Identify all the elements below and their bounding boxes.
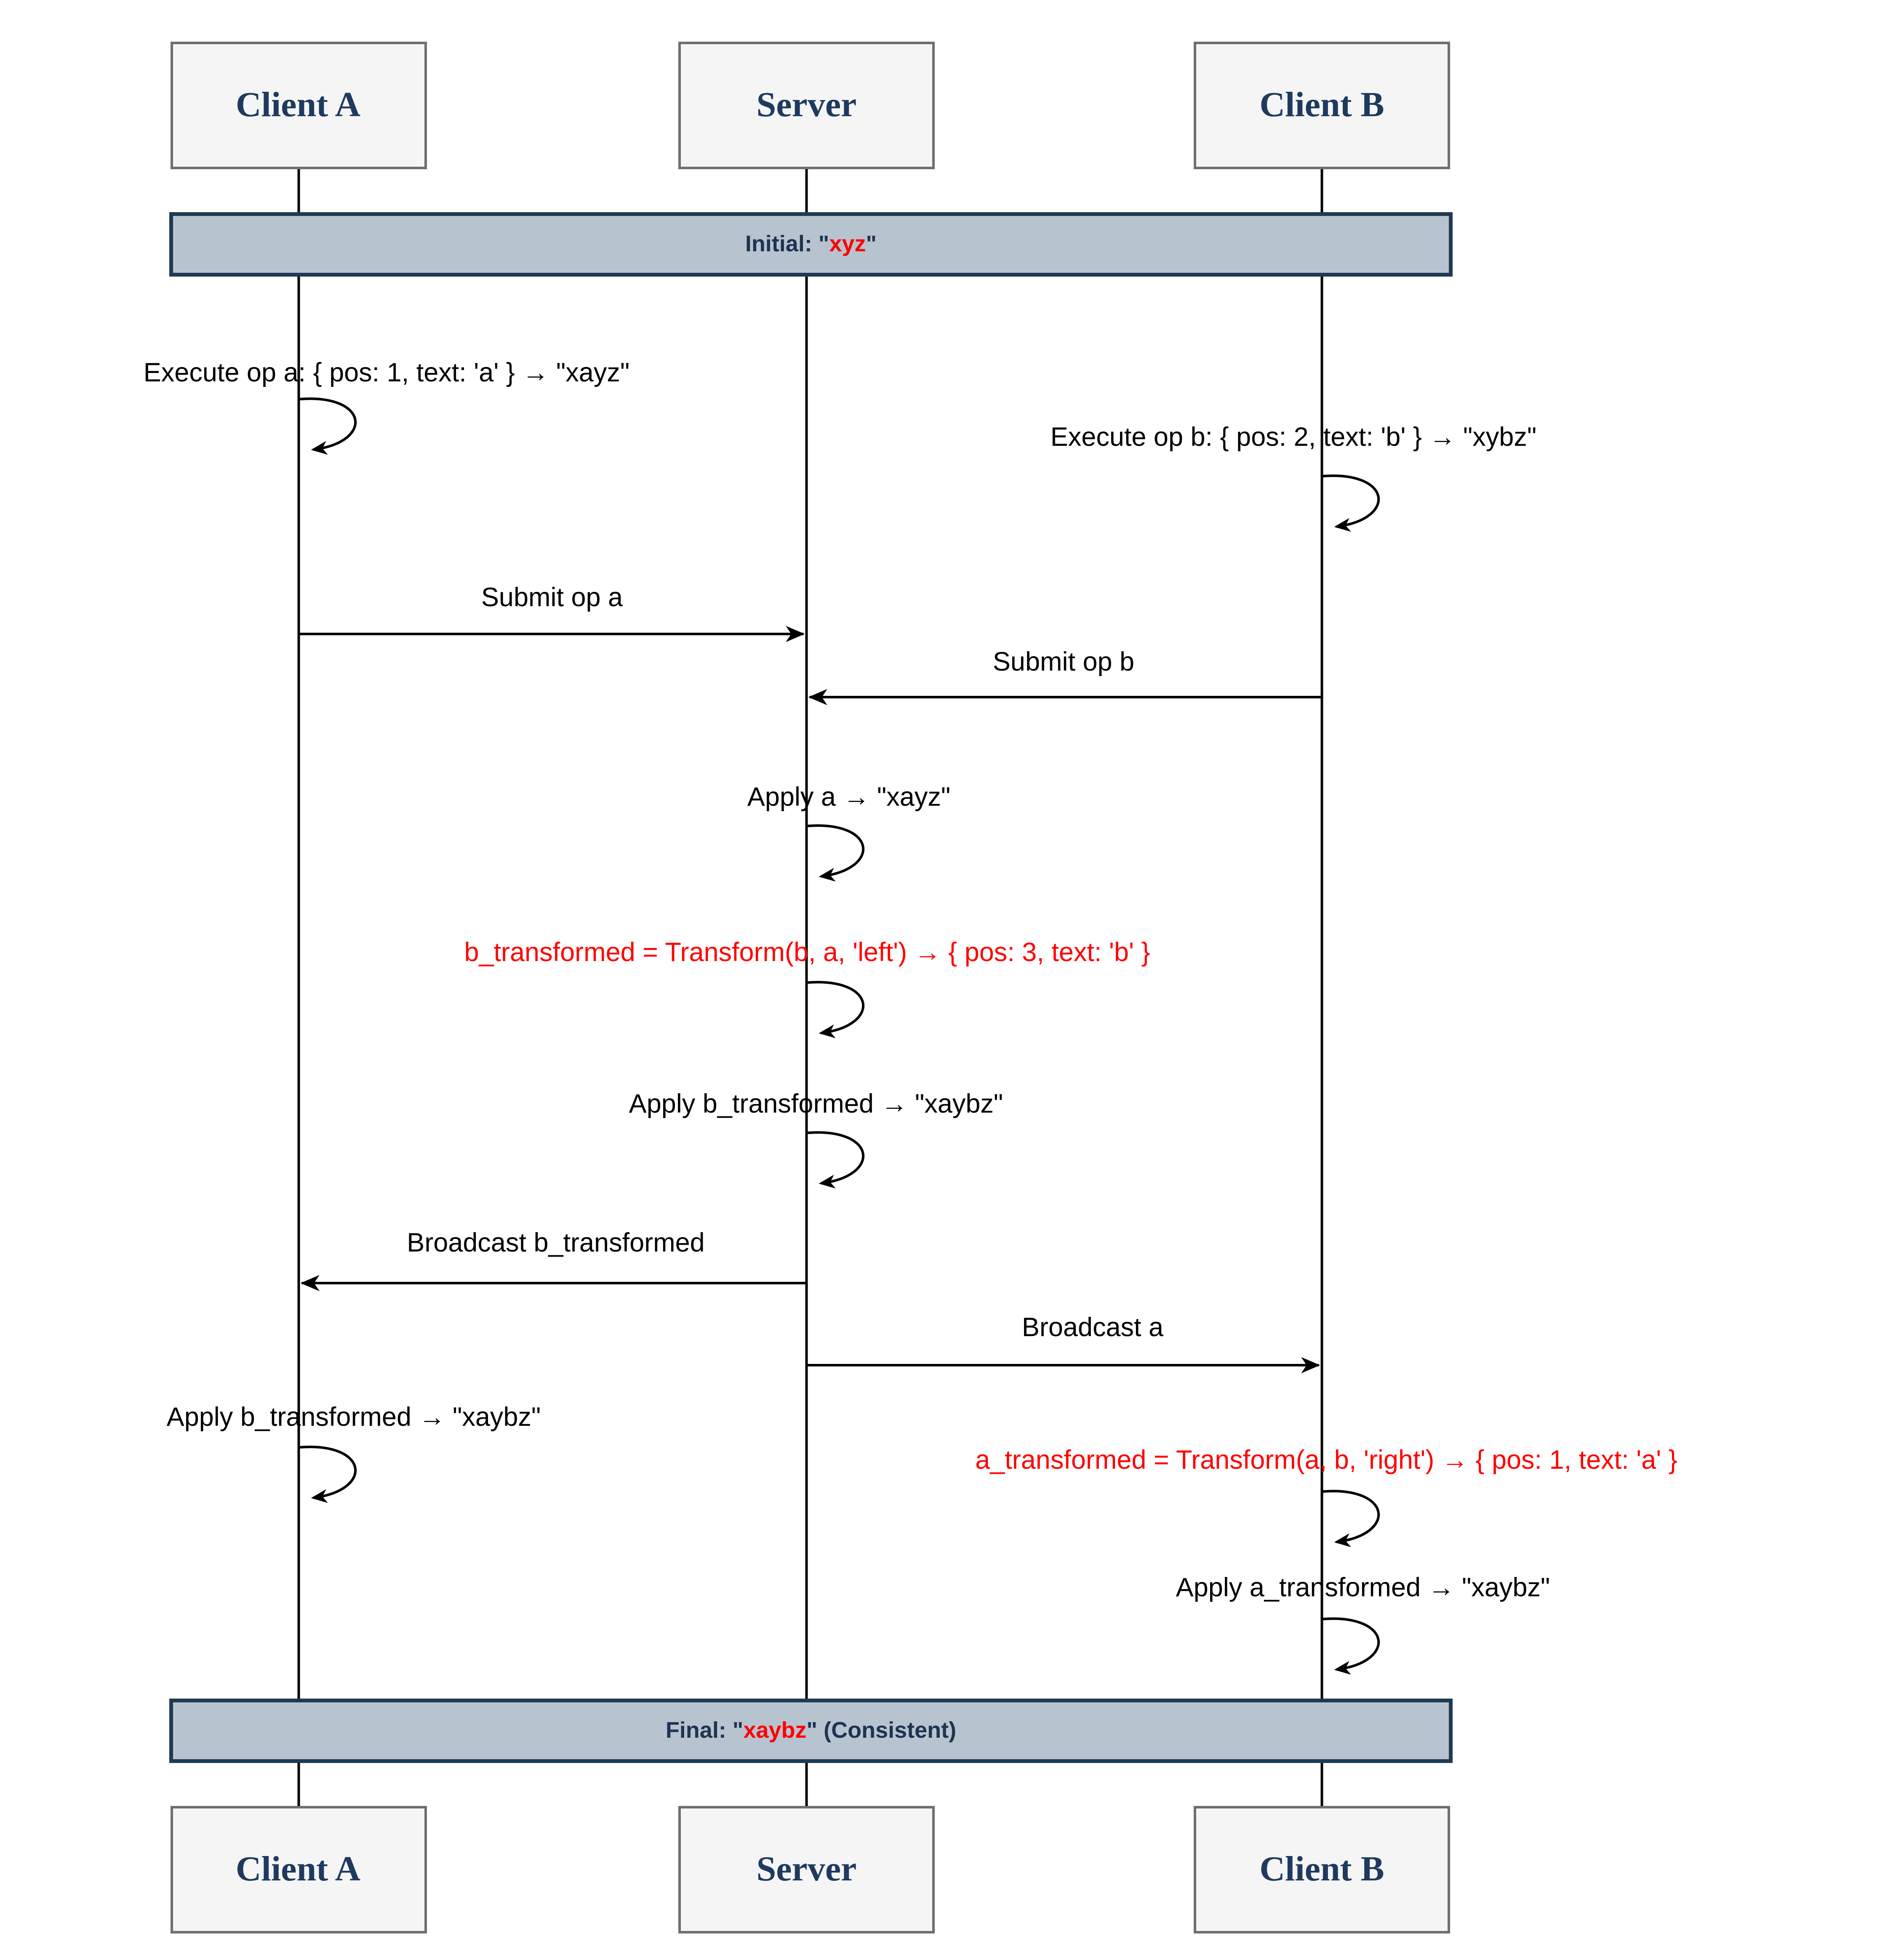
- actor-label-client-a: Client A: [235, 85, 361, 125]
- message-execute-op-b: Execute op b: { pos: 2, text: 'b' } → "x…: [1050, 423, 1537, 452]
- actor-box-server-bottom: Server: [678, 1806, 935, 1933]
- message-execute-op-a: Execute op a: { pos: 1, text: 'a' } → "x…: [143, 359, 630, 388]
- banner-final-suffix: " (Consistent): [806, 1718, 957, 1743]
- message-a-transformed: a_transformed = Transform(a, b, 'right')…: [975, 1446, 1677, 1475]
- self-loop-apply-a: [808, 824, 865, 882]
- banner-initial-prefix: Initial: ": [745, 231, 829, 256]
- banner-final-prefix: Final: ": [665, 1718, 744, 1743]
- self-loop-transform-b: [808, 981, 865, 1039]
- banner-final-state: Final: "xaybz" (Consistent): [169, 1699, 1453, 1763]
- message-submit-op-b: Submit op b: [992, 648, 1135, 677]
- banner-initial-state: Initial: "xyz": [169, 212, 1453, 277]
- actor-label-server: Server: [756, 85, 857, 125]
- message-apply-b-transformed-server: Apply b_transformed → "xaybz": [629, 1090, 1003, 1119]
- self-loop-apply-b-transformed-server: [808, 1131, 865, 1189]
- message-submit-op-a: Submit op a: [481, 583, 623, 612]
- actor-box-client-a-top: Client A: [170, 42, 427, 169]
- message-apply-a: Apply a → "xayz": [747, 783, 951, 812]
- message-broadcast-b-transformed: Broadcast b_transformed: [407, 1229, 705, 1258]
- self-loop-execute-op-a: [300, 397, 357, 455]
- self-loop-apply-b-transformed-client-a: [300, 1446, 357, 1503]
- message-broadcast-a: Broadcast a: [1021, 1313, 1164, 1342]
- message-apply-a-transformed-client-b: Apply a_transformed → "xaybz": [1176, 1574, 1550, 1603]
- message-apply-b-transformed-client-a: Apply b_transformed → "xaybz": [166, 1403, 541, 1432]
- actor-label-client-b-bottom: Client B: [1259, 1849, 1384, 1889]
- actor-box-server-top: Server: [678, 42, 935, 169]
- banner-initial-highlight: xyz: [829, 231, 866, 256]
- self-loop-apply-a-transformed-client-b: [1323, 1617, 1380, 1675]
- actor-label-server-bottom: Server: [756, 1849, 857, 1889]
- actor-label-client-a-bottom: Client A: [235, 1849, 361, 1889]
- banner-initial-suffix: ": [866, 231, 877, 256]
- actor-label-client-b: Client B: [1259, 85, 1384, 125]
- self-loop-transform-a: [1323, 1490, 1380, 1547]
- self-loop-execute-op-b: [1323, 474, 1380, 532]
- message-b-transformed: b_transformed = Transform(b, a, 'left') …: [464, 938, 1150, 967]
- actor-box-client-a-bottom: Client A: [170, 1806, 427, 1933]
- actor-box-client-b-top: Client B: [1194, 42, 1450, 169]
- actor-box-client-b-bottom: Client B: [1194, 1806, 1450, 1933]
- banner-final-highlight: xaybz: [743, 1718, 807, 1743]
